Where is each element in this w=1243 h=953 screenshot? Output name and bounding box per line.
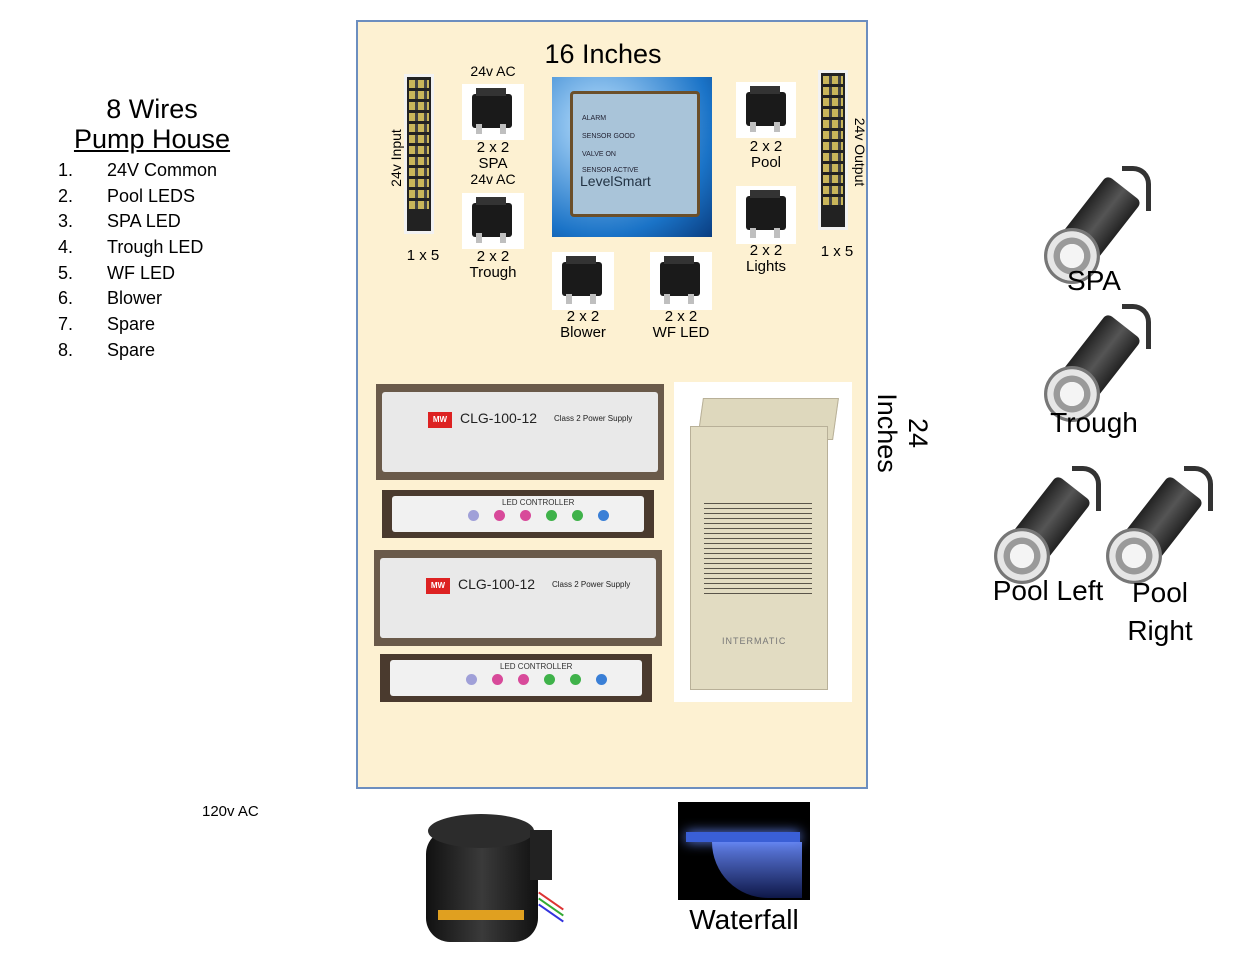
wire-list: 1. 24V Common 2. Pool LEDS 3. SPA LED 4. Trough…	[58, 160, 217, 366]
wire-number: 5.	[58, 262, 74, 283]
pool-right-label-line1: Pool	[1131, 577, 1189, 608]
power-supply-1-model: CLG-100-12	[460, 410, 538, 426]
levelsmart-line-3: VALVE ON	[582, 151, 616, 158]
relay-blower-name: Blower	[560, 323, 606, 341]
power-supply-2-class: Class 2 Power Supply	[552, 580, 631, 589]
wire-list-item: 4. Trough LED	[58, 237, 217, 263]
led-controller-2: LED CONTROLLER	[380, 654, 652, 702]
wire-label: Blower	[107, 288, 163, 309]
wire-label: Pool LEDS	[107, 185, 196, 206]
relay-pool-label: 2 x 2 Pool	[732, 139, 800, 171]
relay-spa-size: 2 x 2	[476, 139, 510, 156]
relay-lights-name: Lights	[745, 257, 787, 275]
wire-list-item: 6. Blower	[58, 288, 217, 314]
transformer-label	[704, 502, 812, 594]
low-voltage-transformer: INTERMATIC	[674, 382, 852, 702]
levelsmart-controller: ALARM SENSOR GOOD VALVE ON SENSOR ACTIVE…	[552, 77, 712, 237]
relay-trough-ac-label: 24v AC	[470, 171, 516, 187]
meanwell-logo-icon: MW	[428, 412, 452, 428]
wire-label: WF LED	[107, 262, 176, 283]
levelsmart-line-1: ALARM	[582, 115, 607, 122]
trough-light-label: Trough	[1050, 407, 1138, 438]
output-terminal-size: 1 x 5	[820, 243, 854, 260]
wire-list-item: 5. WF LED	[58, 263, 217, 289]
input-terminal-label: 24v Input	[388, 129, 404, 187]
pool-right-light	[1088, 466, 1243, 586]
wire-label: 24V Common	[107, 160, 218, 180]
trough-light	[1026, 304, 1186, 424]
wire-list-item: 3. SPA LED	[58, 211, 217, 237]
wire-label: Spare	[107, 314, 156, 335]
relay-wf-led-label: 2 x 2 WF LED	[644, 309, 718, 341]
relay-blower-size: 2 x 2	[566, 308, 600, 325]
wire-number: 2.	[58, 185, 74, 206]
wire-label: Spare	[107, 339, 156, 360]
led-controller-1: LED CONTROLLER	[382, 490, 654, 538]
relay-lights-size: 2 x 2	[749, 242, 783, 259]
board-height-label: 24 Inches	[872, 393, 933, 473]
relay-spa	[462, 84, 524, 140]
wire-list-item: 1. 24V Common	[58, 160, 217, 186]
relay-lights-label: 2 x 2 Lights	[732, 243, 800, 275]
board-width-label: 16 Inches	[544, 39, 662, 69]
relay-wf-led-size: 2 x 2	[664, 308, 698, 325]
relay-wf-led	[650, 252, 712, 310]
output-terminal-label: 24v Output	[852, 117, 868, 187]
wire-number: 4.	[58, 237, 74, 258]
pool-left-light-label: Pool Left	[992, 575, 1104, 606]
led-controller-2-name: LED CONTROLLER	[500, 662, 573, 671]
wire-count-heading: 8 Wires	[106, 94, 198, 124]
pump-house-heading: Pump House	[73, 123, 231, 154]
wire-number: 8.	[58, 339, 74, 360]
wire-number: 3.	[58, 211, 74, 232]
power-supply-2-model: CLG-100-12	[458, 576, 536, 592]
power-supply-2: MW CLG-100-12 Class 2 Power Supply	[374, 550, 662, 646]
levelsmart-logo: LevelSmart	[580, 173, 651, 189]
wire-list-item: 8. Spare	[58, 340, 217, 366]
relay-trough-label: 2 x 2 Trough	[458, 249, 528, 281]
transformer-brand: INTERMATIC	[722, 636, 787, 646]
relay-trough-name: Trough	[469, 263, 517, 281]
relay-lights	[736, 186, 796, 244]
power-supply-1: MW CLG-100-12 Class 2 Power Supply	[376, 384, 664, 480]
waterfall-image	[678, 802, 810, 900]
pool-left-light	[976, 466, 1136, 586]
waterfall-label: Waterfall	[689, 904, 799, 935]
input-terminal-strip	[404, 74, 434, 234]
ac-120v-label: 120v AC	[202, 803, 259, 820]
relay-trough-size: 2 x 2	[476, 248, 510, 265]
pool-right-label-line2: Right	[1127, 614, 1193, 646]
relay-trough	[462, 193, 524, 249]
relay-wf-led-name: WF LED	[652, 323, 710, 341]
pump-house-title: 8 Wires Pump House	[60, 94, 244, 154]
levelsmart-line-4: SENSOR ACTIVE	[582, 167, 639, 174]
air-blower	[418, 800, 568, 950]
wire-list-item: 2. Pool LEDS	[58, 186, 217, 212]
wire-number: 7.	[58, 314, 74, 335]
relay-pool	[736, 82, 796, 138]
spa-light-label: SPA	[1067, 265, 1121, 296]
relay-pool-name: Pool	[750, 153, 782, 171]
spa-light	[1026, 166, 1186, 286]
relay-blower-label: 2 x 2 Blower	[548, 309, 618, 341]
relay-spa-label: 2 x 2 SPA	[460, 140, 526, 172]
relay-blower	[552, 252, 614, 310]
wire-label: Trough LED	[107, 237, 204, 258]
relay-spa-ac-label: 24v AC	[470, 63, 516, 79]
wire-list-item: 7. Spare	[58, 314, 217, 340]
led-controller-1-name: LED CONTROLLER	[502, 498, 575, 507]
wire-label: SPA LED	[107, 211, 181, 232]
meanwell-logo-icon: MW	[426, 578, 450, 594]
output-terminal-strip	[818, 70, 848, 230]
levelsmart-line-2: SENSOR GOOD	[582, 133, 635, 140]
relay-spa-name: SPA	[478, 154, 508, 172]
power-supply-1-class: Class 2 Power Supply	[554, 414, 633, 423]
wire-number: 6.	[58, 288, 74, 309]
wire-number: 1.	[58, 160, 74, 180]
relay-pool-size: 2 x 2	[749, 138, 783, 155]
pool-right-light-label: Pool Right	[1110, 574, 1210, 650]
input-terminal-size: 1 x 5	[406, 247, 440, 264]
